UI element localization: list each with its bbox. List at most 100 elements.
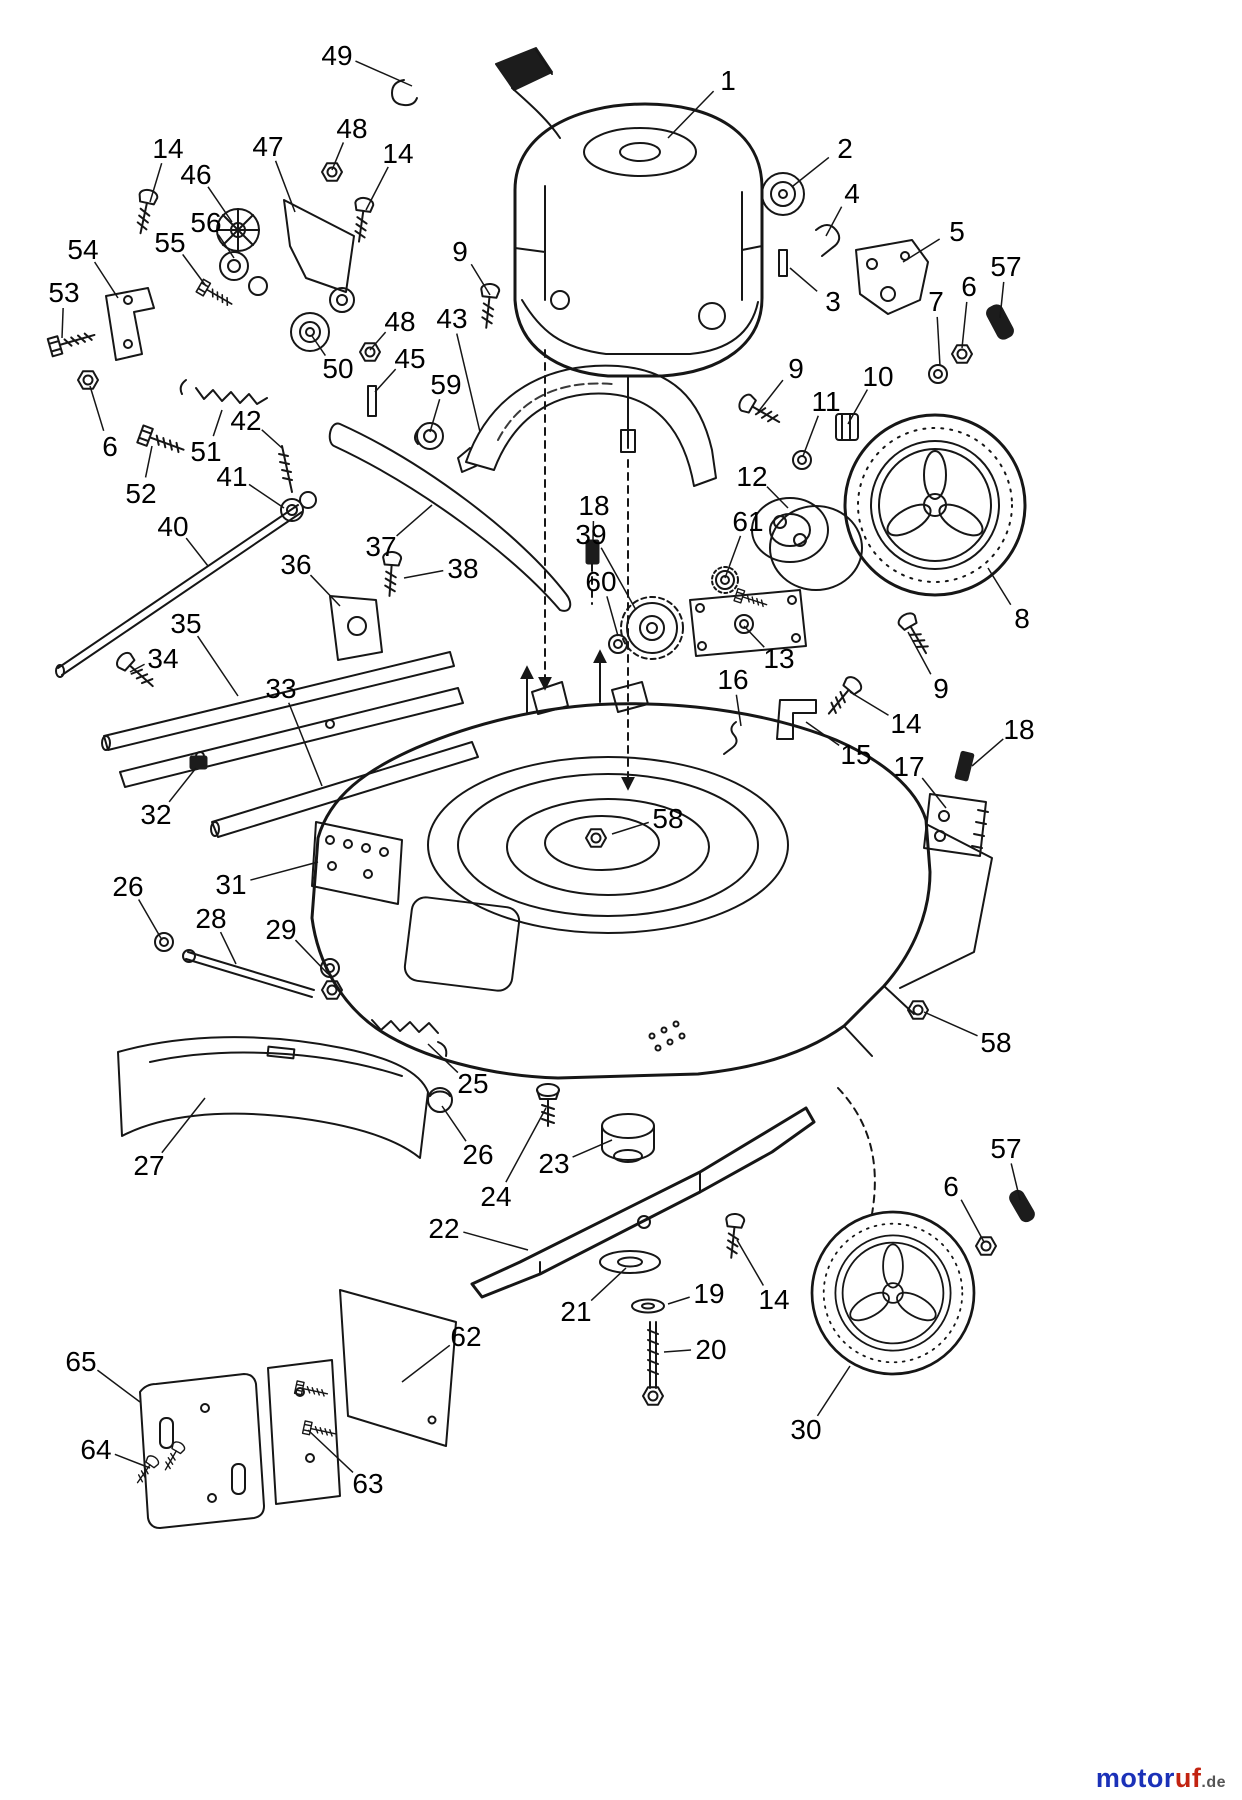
part-callout-label: 42	[230, 405, 261, 436]
part-callout-label: 40	[157, 511, 188, 542]
part-callout-label: 21	[560, 1296, 591, 1327]
part-callout-label: 41	[216, 461, 247, 492]
part-callout-label: 9	[788, 353, 804, 384]
part-callout-label: 12	[736, 461, 767, 492]
part-callout-label: 57	[990, 1133, 1021, 1164]
callout-leader-line	[114, 1453, 151, 1469]
part-callout-label: 34	[147, 643, 178, 674]
part-callout-label: 20	[695, 1334, 726, 1365]
part-callout-label: 9	[933, 673, 949, 704]
part-callout-label: 4	[844, 178, 860, 209]
callout-leader-line	[802, 415, 819, 457]
callout-leader-line	[261, 429, 283, 449]
callout-leader-line	[987, 567, 1012, 606]
callout-leader-line	[196, 635, 239, 697]
part-callout-label: 19	[693, 1278, 724, 1309]
hub-cap-drawing	[1009, 1189, 1035, 1223]
part-callout-label: 28	[195, 903, 226, 934]
part-callout-label: 14	[758, 1284, 789, 1315]
part-callout-label: 58	[980, 1027, 1011, 1058]
part-callout-label: 7	[928, 286, 944, 317]
callout-leader-line	[766, 486, 789, 509]
callout-leader-line	[250, 861, 319, 881]
spring-drawing	[195, 387, 268, 405]
callout-leader-line	[217, 234, 235, 259]
callout-leader-line	[144, 445, 153, 478]
part-callout-label: 24	[480, 1181, 511, 1212]
part-callout-label: 60	[585, 566, 616, 597]
part-callout-label: 51	[190, 436, 221, 467]
part-callout-label: 26	[462, 1139, 493, 1170]
callout-leader-line	[724, 535, 742, 579]
part-callout-label: 2	[837, 133, 853, 164]
assembly-guide-arrows	[520, 349, 876, 1215]
callout-leader-line	[219, 931, 237, 965]
callout-leader-line	[847, 389, 869, 425]
callout-leader-line	[161, 1097, 206, 1154]
part-callout-label: 52	[125, 478, 156, 509]
control-rod-drawing	[55, 282, 572, 678]
part-callout-label: 49	[321, 40, 352, 71]
part-callout-label: 14	[382, 138, 413, 169]
height-adjuster-lever-drawing	[954, 750, 975, 782]
rear-wheel-drawing	[843, 413, 1027, 597]
callout-leader-line	[505, 1107, 547, 1183]
callout-leader-line	[441, 1105, 467, 1142]
watermark[interactable]: motoruf.de	[1096, 1763, 1226, 1794]
part-callout-label: 36	[280, 549, 311, 580]
belt-cover-drawing	[457, 364, 717, 487]
callout-leader-line	[182, 253, 207, 287]
part-callout-label: 9	[452, 236, 468, 267]
skid-plates-drawing	[131, 1289, 457, 1529]
part-callout-label: 18	[578, 490, 609, 521]
part-callout-label: 58	[652, 803, 683, 834]
part-callout-label: 17	[893, 751, 924, 782]
part-callout-label: 46	[180, 159, 211, 190]
part-callout-label: 6	[961, 271, 977, 302]
blade-assembly-drawing	[470, 1083, 816, 1406]
part-callout-label: 23	[538, 1148, 569, 1179]
callout-leader-line	[456, 333, 481, 433]
axle-hardware-drawing	[734, 304, 1014, 634]
callout-leader-line	[374, 368, 397, 393]
callout-leader-line	[736, 1239, 765, 1286]
part-callout-label: 6	[102, 431, 118, 462]
callout-leader-line	[789, 267, 818, 292]
callout-leader-line	[663, 1349, 692, 1353]
part-callout-label: 18	[1003, 714, 1034, 745]
part-callout-label: 50	[322, 353, 353, 384]
callout-leader-line	[572, 1139, 613, 1158]
callout-leader-line	[825, 206, 843, 237]
support-bars-drawing	[101, 648, 479, 838]
callout-leader-line	[805, 721, 840, 746]
callout-leader-line	[463, 1231, 529, 1251]
part-callout-label: 25	[457, 1068, 488, 1099]
watermark-brand: motor	[1095, 1763, 1175, 1793]
callout-leader-line	[936, 316, 941, 367]
part-callout-label: 47	[252, 131, 283, 162]
part-callout-label: 38	[447, 553, 478, 584]
callout-leader-line	[427, 1043, 459, 1074]
callout-leader-line	[960, 1199, 985, 1243]
callout-leader-line	[149, 162, 163, 203]
part-callout-label: 37	[365, 531, 396, 562]
watermark-suffix: .de	[1201, 1774, 1226, 1791]
part-callout-label: 59	[430, 369, 461, 400]
idler-bracket-drawing	[46, 162, 381, 460]
part-callout-label: 30	[790, 1414, 821, 1445]
blade-drawing	[470, 1106, 816, 1299]
callout-leader-line	[401, 1344, 451, 1383]
part-callout-label: 32	[140, 799, 171, 830]
part-callout-label: 5	[949, 216, 965, 247]
part-callout-label: 8	[1014, 603, 1030, 634]
callout-leader-line	[600, 547, 637, 611]
callout-leader-line	[470, 263, 491, 296]
part-callout-label: 26	[112, 871, 143, 902]
engine-assembly-drawing	[391, 47, 764, 453]
callout-leader-line	[667, 90, 715, 139]
callout-leader-line	[93, 261, 119, 299]
part-callout-label: 29	[265, 914, 296, 945]
part-callout-label: 14	[890, 708, 921, 739]
callout-leader-line	[735, 694, 742, 727]
part-callout-label: 64	[80, 1434, 111, 1465]
